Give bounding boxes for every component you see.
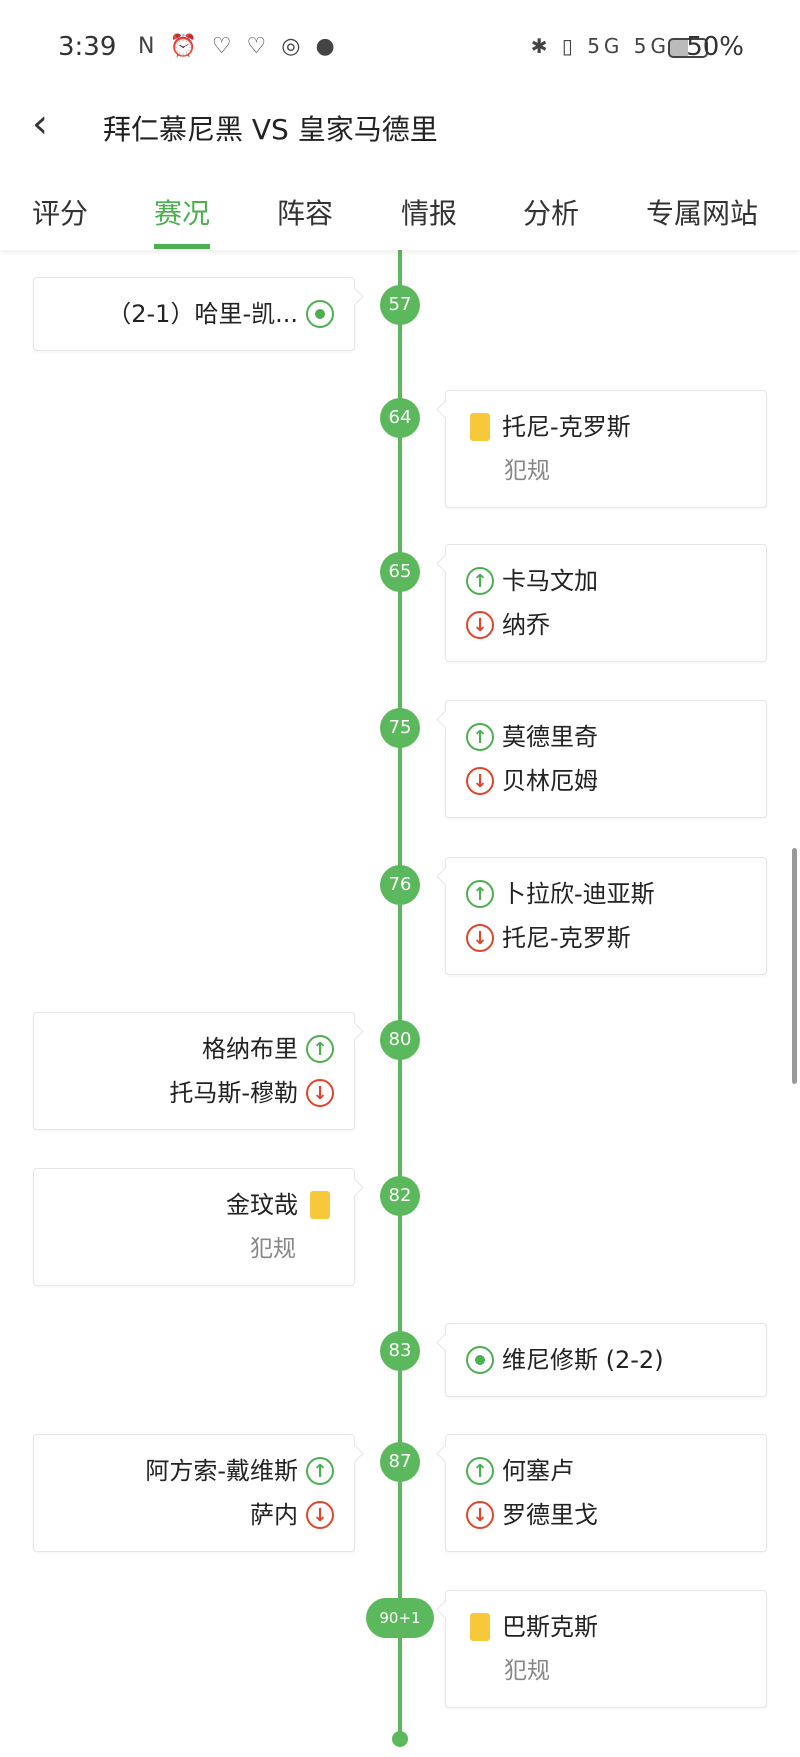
event-player: 阿方索-戴维斯 [145, 1457, 298, 1485]
tab-lineup[interactable]: 阵容 [277, 197, 334, 230]
event-card[interactable]: ↑ 莫德里奇 ↓ 贝林厄姆 [445, 700, 767, 818]
minute-marker: 82 [380, 1176, 420, 1216]
yellow-card-icon [470, 1613, 490, 1641]
timeline-end-dot [392, 1731, 408, 1747]
minute-marker: 75 [380, 708, 420, 748]
event-card[interactable]: 维尼修斯 (2-2) [445, 1323, 767, 1397]
tab-intel[interactable]: 情报 [401, 197, 458, 230]
event-row: ↓ 贝林厄姆 [466, 759, 746, 803]
yellow-card-icon [310, 1191, 330, 1219]
status-bar: 3:39 N ⏰ ♡ ♡ ◎ ● ✱ ▯ 5G 5G 50% [0, 28, 800, 68]
page-title: 拜仁慕尼黑 VS 皇家马德里 [103, 113, 438, 146]
event-row: 维尼修斯 (2-2) [466, 1338, 746, 1382]
sub-out-arrow-icon: ↓ [466, 924, 494, 952]
event-player: 维尼修斯 (2-2) [502, 1346, 664, 1374]
signal-icons: ✱ ▯ 5G 5G [530, 34, 670, 58]
event-row: ↑ 莫德里奇 [466, 715, 746, 759]
timeline-line [398, 250, 402, 1738]
sub-in-arrow-icon: ↑ [466, 723, 494, 751]
sub-out-arrow-icon: ↓ [306, 1501, 334, 1529]
tab-match-events[interactable]: 赛况 [154, 192, 211, 249]
minute-marker: 57 [380, 285, 420, 325]
yellow-card-icon [470, 413, 490, 441]
event-player: 卜拉欣-迪亚斯 [502, 880, 655, 908]
event-note: 犯规 [504, 458, 550, 484]
event-row: ↓ 罗德里戈 [466, 1493, 746, 1537]
sub-in-arrow-icon: ↑ [306, 1457, 334, 1485]
event-card[interactable]: （2-1）哈里-凯... [33, 277, 355, 351]
event-player: 莫德里奇 [502, 723, 598, 751]
status-time: 3:39 [58, 32, 117, 62]
sub-out-arrow-icon: ↓ [466, 611, 494, 639]
tab-rating[interactable]: 评分 [32, 197, 89, 230]
tab-analysis[interactable]: 分析 [523, 197, 580, 230]
event-row: 托尼-克罗斯 [466, 405, 746, 449]
scrollbar[interactable] [792, 848, 797, 1084]
minute-marker: 87 [380, 1442, 420, 1482]
event-player: 巴斯克斯 [502, 1613, 598, 1641]
battery-icon [668, 38, 708, 58]
event-player: （2-1）哈里-凯... [107, 300, 298, 328]
sub-out-arrow-icon: ↓ [466, 1501, 494, 1529]
event-card[interactable]: 巴斯克斯犯规 [445, 1590, 767, 1708]
event-player: 罗德里戈 [502, 1501, 598, 1529]
event-card[interactable]: ↑ 卡马文加 ↓ 纳乔 [445, 544, 767, 662]
event-row: ↑ 卜拉欣-迪亚斯 [466, 872, 746, 916]
event-card[interactable]: 金玟哉犯规 [33, 1168, 355, 1286]
sub-in-arrow-icon: ↑ [466, 567, 494, 595]
event-player: 何塞卢 [502, 1457, 574, 1485]
minute-marker: 76 [380, 865, 420, 905]
minute-marker: 80 [380, 1020, 420, 1060]
sub-in-arrow-icon: ↑ [306, 1035, 334, 1063]
event-note: 犯规 [250, 1236, 296, 1262]
notification-icons: N ⏰ ♡ ♡ ◎ ● [138, 34, 339, 59]
event-note: 犯规 [504, 1658, 550, 1684]
event-player: 贝林厄姆 [502, 767, 598, 795]
event-player: 萨内 [250, 1501, 298, 1529]
event-row: 格纳布里 ↑ [54, 1027, 334, 1071]
event-row: ↑ 卡马文加 [466, 559, 746, 603]
soccer-ball-icon [306, 300, 334, 328]
event-player: 纳乔 [502, 611, 550, 639]
event-player: 托尼-克罗斯 [502, 413, 631, 441]
event-row: ↑ 何塞卢 [466, 1449, 746, 1493]
event-player: 托马斯-穆勒 [169, 1079, 298, 1107]
minute-marker: 83 [380, 1331, 420, 1371]
tab-bar: 评分 赛况 阵容 情报 分析 专属网站 [0, 188, 800, 250]
battery-percent: 50% [686, 32, 744, 62]
event-row: 巴斯克斯 [466, 1605, 746, 1649]
header: ‹ 拜仁慕尼黑 VS 皇家马德里 [0, 100, 800, 150]
minute-marker: 65 [380, 552, 420, 592]
event-row: ↓ 纳乔 [466, 603, 746, 647]
event-card[interactable]: ↑ 卜拉欣-迪亚斯 ↓ 托尼-克罗斯 [445, 857, 767, 975]
sub-in-arrow-icon: ↑ [466, 880, 494, 908]
event-row: （2-1）哈里-凯... [54, 292, 334, 336]
event-row: 托马斯-穆勒 ↓ [54, 1071, 334, 1115]
event-row: 萨内 ↓ [54, 1493, 334, 1537]
event-row: ↓ 托尼-克罗斯 [466, 916, 746, 960]
sub-in-arrow-icon: ↑ [466, 1457, 494, 1485]
event-player: 卡马文加 [502, 567, 598, 595]
event-card[interactable]: 托尼-克罗斯犯规 [445, 390, 767, 508]
event-player: 托尼-克罗斯 [502, 924, 631, 952]
event-card[interactable]: 阿方索-戴维斯 ↑ 萨内 ↓ [33, 1434, 355, 1552]
minute-marker: 64 [380, 398, 420, 438]
sub-out-arrow-icon: ↓ [466, 767, 494, 795]
soccer-ball-icon [466, 1346, 494, 1374]
minute-marker: 90+1 [366, 1598, 434, 1638]
event-card[interactable]: ↑ 何塞卢 ↓ 罗德里戈 [445, 1434, 767, 1552]
event-row: 阿方索-戴维斯 ↑ [54, 1449, 334, 1493]
sub-out-arrow-icon: ↓ [306, 1079, 334, 1107]
event-row: 金玟哉 [54, 1183, 334, 1227]
back-chevron-icon[interactable]: ‹ [32, 101, 48, 147]
event-player: 格纳布里 [202, 1035, 298, 1063]
event-card[interactable]: 格纳布里 ↑ 托马斯-穆勒 ↓ [33, 1012, 355, 1130]
event-player: 金玟哉 [226, 1191, 298, 1219]
tab-exclusive-site[interactable]: 专属网站 [646, 197, 759, 230]
